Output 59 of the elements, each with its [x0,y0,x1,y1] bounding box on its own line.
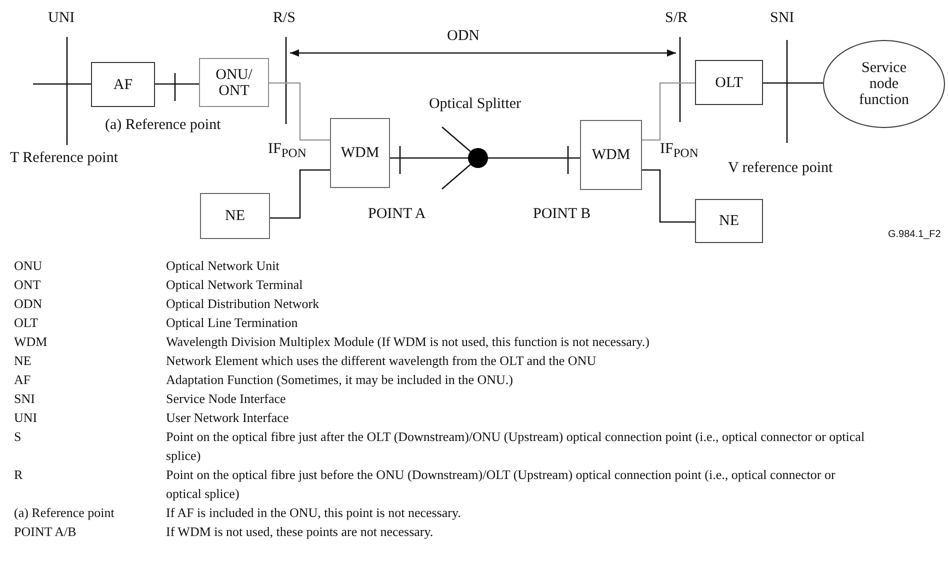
point-label: POINT B [533,206,591,223]
network-box: OLT [695,60,763,105]
splitter-label: Optical Splitter [428,96,522,112]
term-cell-text: S [14,428,22,446]
term-cell-text: ONU [14,257,44,275]
definition-cell-text: Optical Network Unit [166,257,280,275]
term-cell-text: WDM [14,333,48,351]
network-box: WDM [330,118,390,188]
definition-cell-text: Wavelength Division Multiplex Module (If WDM is not used, this function is not necessary.) [166,333,650,351]
connector-line [270,169,330,219]
network-box: NE [695,199,763,243]
figure-id: G.984.1_F2 [888,229,941,240]
term-cell-text: POINT A/B [14,523,78,541]
term-cell-text: R [14,466,24,484]
connector-line [155,83,199,85]
note-label: V reference point [728,160,833,177]
term-cell-text: SNI [14,390,36,408]
term-cell-text: NE [14,352,32,370]
fibre-stub [442,164,471,190]
point-label: POINT A [368,206,426,223]
connector-line [642,82,695,141]
network-box: ONU/ ONT [199,58,269,107]
definition-cell-text: Network Element which uses the different wavelength from the OLT and the ONU [166,352,598,370]
fibre-stub [33,83,91,85]
definition-cell-text: Adaptation Function (Sometimes, it may be included in the ONU.) [166,371,514,389]
definition-cell-text: Point on the optical fibre just before the ONU (Downstream)/OLT (Upstream) optical connection point (i.e., optical connector or optical splice) [166,466,836,503]
reference-label: R/S [273,10,296,27]
reference-label: UNI [48,10,75,27]
definition-cell-text: Optical Network Terminal [166,276,304,294]
interface-label: IF$_{PON}$ [660,141,698,161]
connector-line [269,82,330,141]
connector-line [390,157,468,159]
connector-line [488,157,580,159]
reference-label: S/R [665,10,688,27]
definition-cell-text: Service Node Interface [166,390,287,408]
definition-cell-text: If AF is included in the ONU, this point is not necessary. [166,504,462,522]
term-cell-text: (a) Reference point [14,504,116,522]
term-cell-text: ONT [14,276,42,294]
fibre-stub [442,126,471,152]
note-label: (a) Reference point [105,117,221,134]
term-cell-text: UNI [14,409,38,427]
connector-line [763,82,823,84]
network-box: NE [200,193,270,239]
term-cell-text: AF [14,371,32,389]
connector-line [642,169,695,223]
function-ellipse: Service node function [823,40,945,128]
definition-cell-text: Optical Distribution Network [166,295,320,313]
definition-cell-text: If WDM is not used, these points are not necessary. [166,523,434,541]
term-cell-text: OLT [14,314,40,332]
definition-cell-text: User Network Interface [166,409,290,427]
definition-cell-text: Optical Line Termination [166,314,299,332]
reference-label: SNI [770,10,794,27]
dimension-label: ODN [447,28,480,45]
interface-label: IF$_{PON}$ [268,141,306,161]
network-box: AF [91,62,155,107]
note-label: T Reference point [10,150,118,167]
definition-cell-text: Point on the optical fibre just after the OLT (Downstream)/ONU (Upstream) optical connection point (i.e., optical connector or optical splice) [166,428,866,465]
term-cell-text: ODN [14,295,44,313]
network-box: WDM [580,120,642,190]
